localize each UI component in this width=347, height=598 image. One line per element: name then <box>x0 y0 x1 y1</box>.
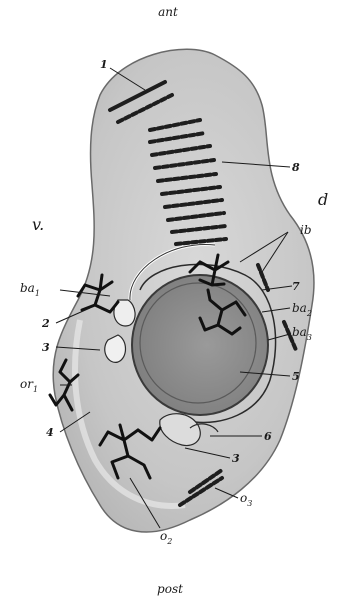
yolk-sac <box>132 275 268 415</box>
label-4: 4 <box>46 426 54 439</box>
label-6: 6 <box>264 430 272 443</box>
label-o3: o3 <box>240 491 252 508</box>
label-ba1: ba1 <box>20 281 40 298</box>
label-ventral: v. <box>32 215 44 234</box>
label-o2: o2 <box>160 529 172 546</box>
label-2: 2 <box>41 317 50 330</box>
label-3-lower: 3 <box>232 452 240 465</box>
label-1: 1 <box>100 58 108 71</box>
label-ib: ib <box>300 223 312 237</box>
label-or1: or1 <box>20 377 38 394</box>
label-dorsal: d <box>318 190 328 209</box>
label-5: 5 <box>292 370 300 383</box>
label-anterior: ant <box>158 5 178 19</box>
label-3-upper: 3 <box>42 341 50 354</box>
label-7: 7 <box>292 280 300 293</box>
label-8: 8 <box>292 161 300 174</box>
label-posterior: post <box>157 582 183 596</box>
